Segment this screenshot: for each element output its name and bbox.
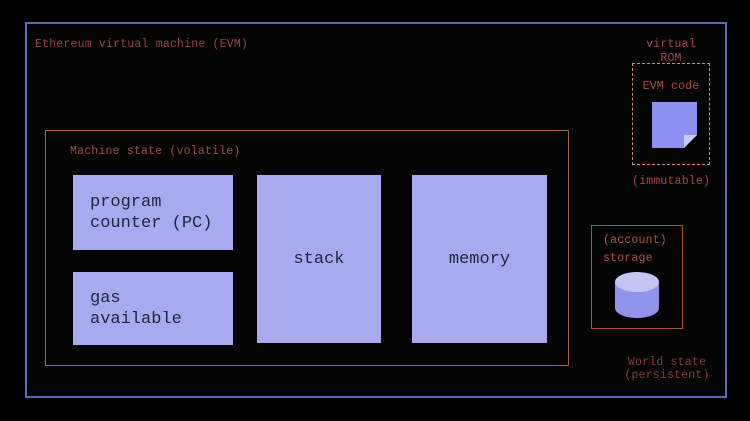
account-storage-box	[591, 225, 683, 329]
stack-box: stack	[257, 175, 381, 343]
virtual-rom-title: virtual ROM	[646, 38, 696, 65]
machine-state-box	[45, 130, 569, 366]
gas-available-box: gas available	[73, 272, 233, 345]
program-counter-box: program counter (PC)	[73, 175, 233, 250]
machine-state-title: Machine state (volatile)	[70, 145, 241, 158]
virtual-rom-box	[632, 63, 710, 165]
world-state-label: World state (persistent)	[624, 356, 710, 382]
memory-box: memory	[412, 175, 547, 343]
immutable-label: (immutable)	[632, 175, 711, 188]
evm-code-label: EVM code	[642, 80, 700, 93]
account-storage-label: (account) storage	[603, 234, 667, 265]
evm-title: Ethereum virtual machine (EVM)	[35, 38, 249, 51]
document-folded-corner-icon	[652, 102, 697, 148]
database-cylinder-icon	[615, 272, 659, 318]
